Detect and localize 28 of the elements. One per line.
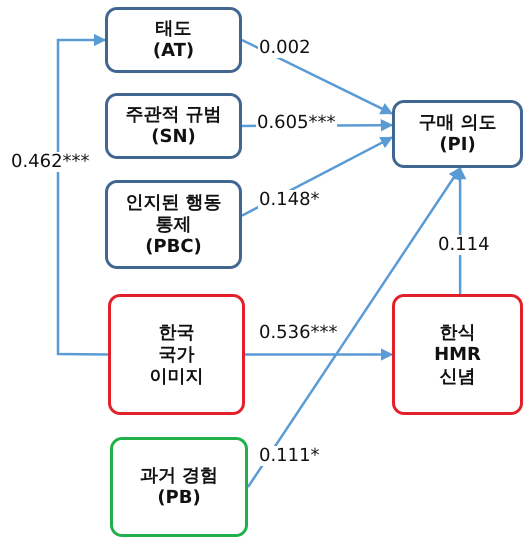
edge-label: 0.462*** — [10, 152, 91, 172]
box-text: 과거 경험 — [140, 465, 218, 487]
box-text: (PI) — [439, 134, 476, 156]
box-text: 인지된 행동 통제 — [124, 192, 223, 236]
edge-label: 0.114 — [437, 235, 491, 255]
arrow — [246, 166, 462, 488]
box-text: 주관적 규범 — [125, 104, 222, 126]
edge-label: 0.111* — [258, 446, 321, 466]
edge-label: 0.002 — [258, 38, 312, 58]
edge-label: 0.148* — [258, 190, 321, 210]
construct-box — [105, 180, 242, 269]
construct-box — [105, 7, 242, 73]
arrow — [56, 34, 108, 356]
box-text: (PBC) — [145, 236, 202, 258]
box-text: 구매 의도 — [418, 112, 497, 134]
box-text: (PB) — [157, 487, 201, 509]
construct-box — [110, 437, 248, 537]
box-text: (AT) — [152, 40, 194, 62]
construct-box — [392, 100, 523, 168]
construct-box — [108, 294, 245, 415]
box-text: 태도 — [156, 18, 192, 40]
arrow — [241, 38, 394, 115]
box-text: (SN) — [151, 126, 196, 148]
construct-box — [392, 294, 523, 415]
box-text: 한국 국가 이미지 — [148, 322, 204, 388]
box-text: 한식 HMR 신념 — [433, 322, 482, 388]
construct-box — [105, 93, 242, 159]
arrow — [245, 348, 394, 361]
